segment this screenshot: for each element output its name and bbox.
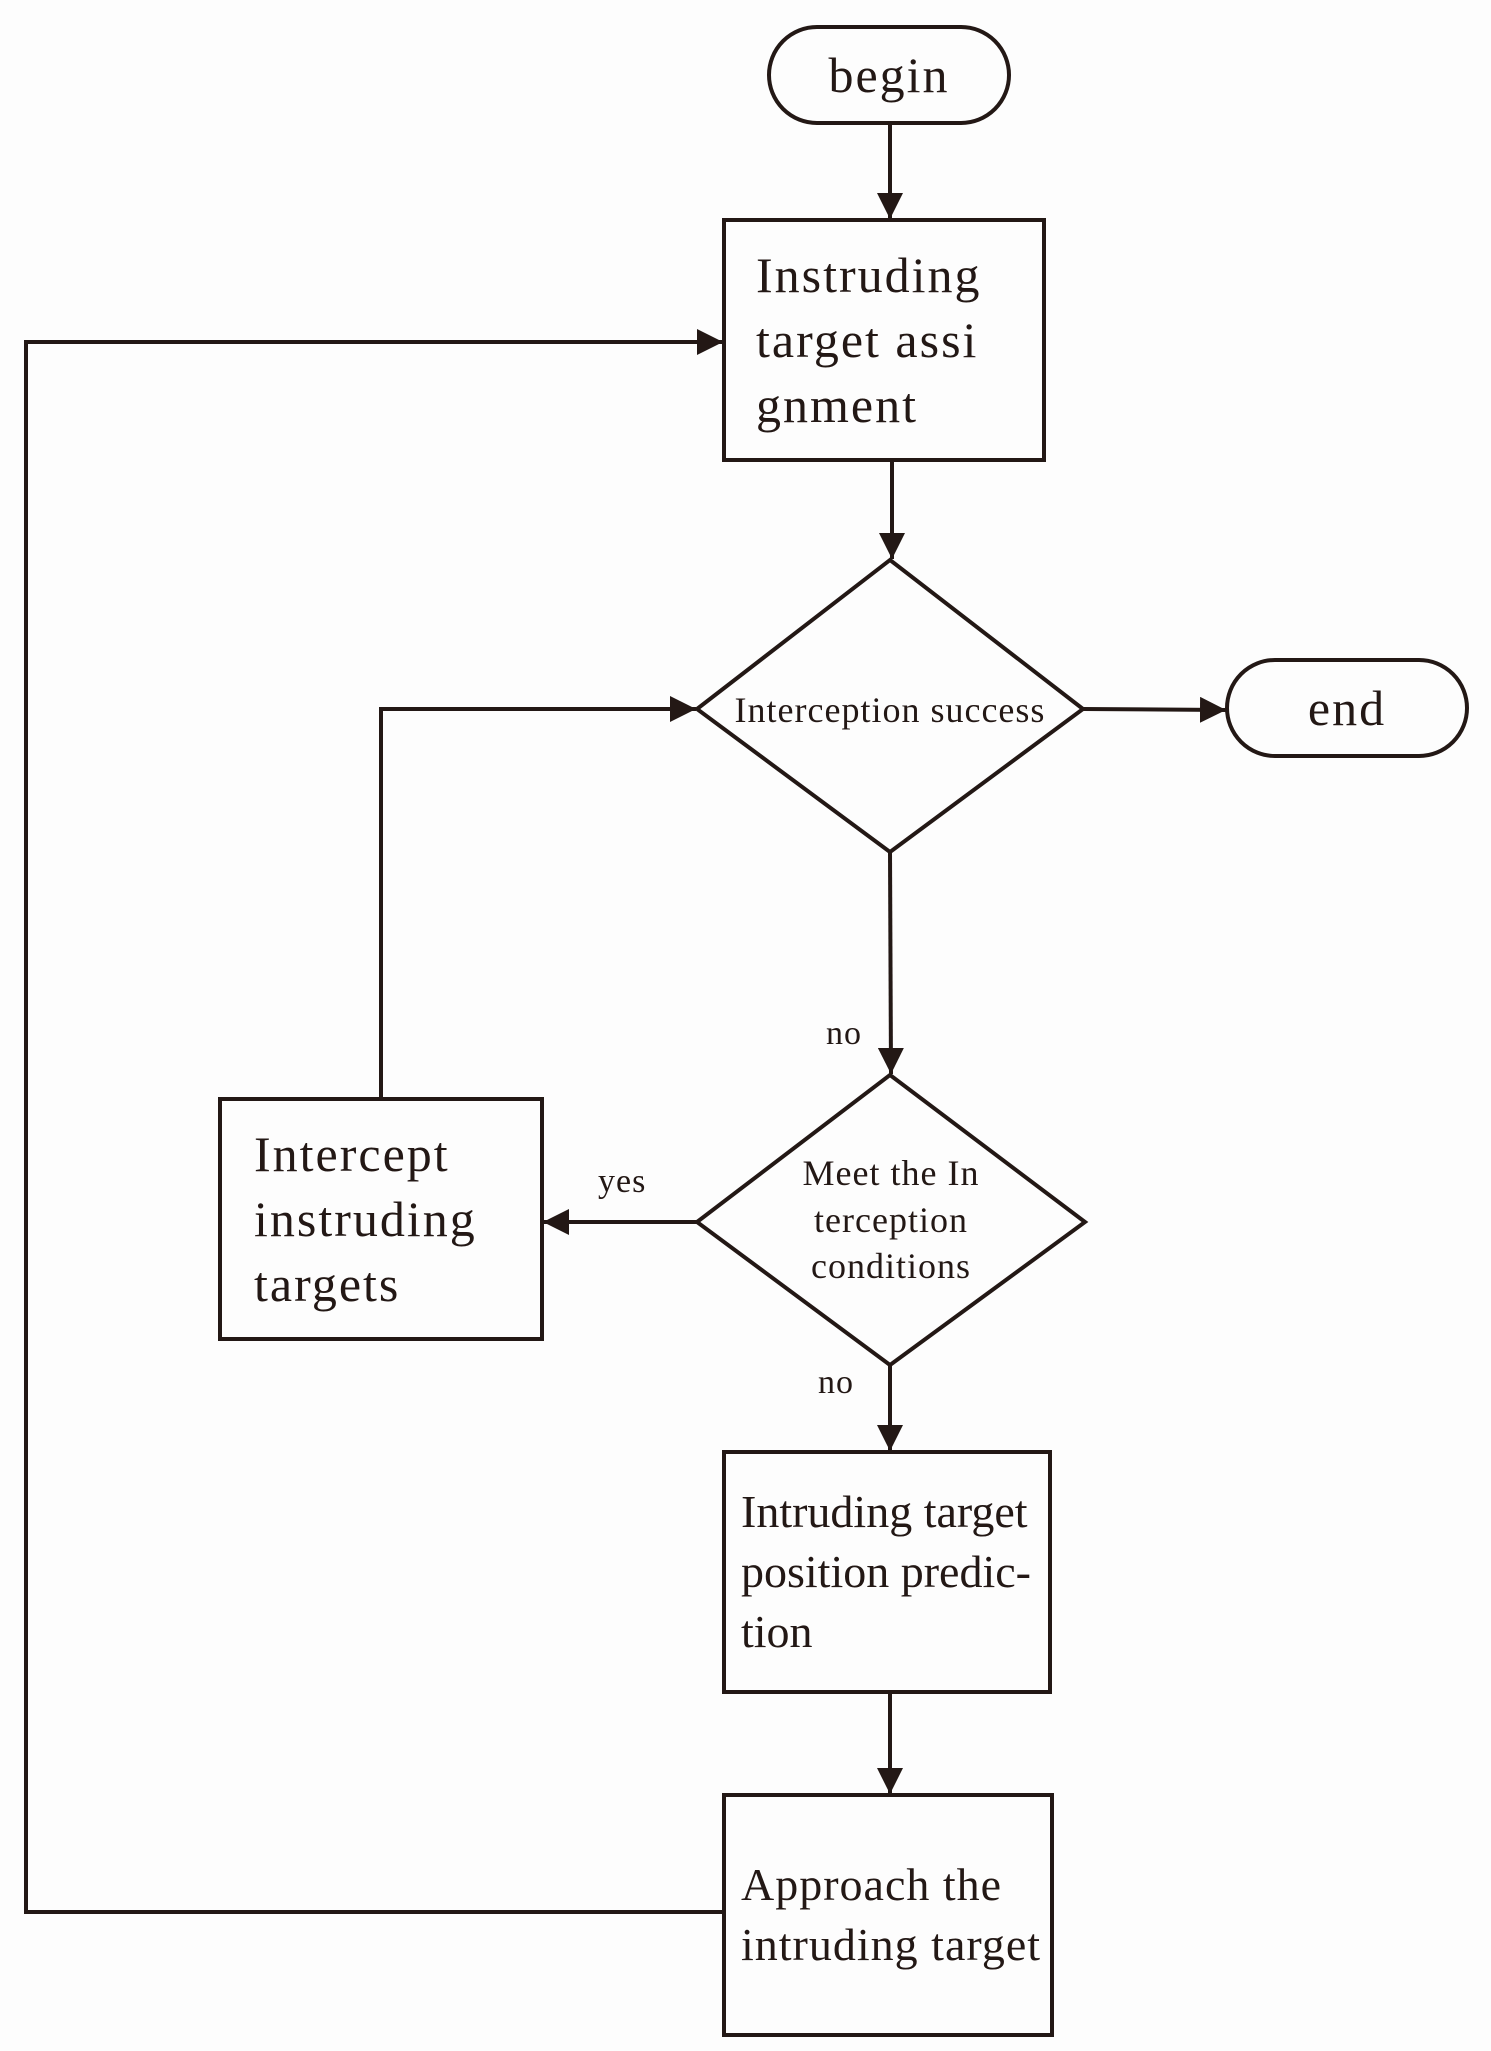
end-terminal [1225, 658, 1469, 758]
arrow-approach-to-assignment [24, 329, 724, 1914]
prediction-box [722, 1450, 1052, 1694]
arrow-intercept-to-success [379, 696, 696, 1099]
begin-label: begin [828, 46, 950, 103]
interception-conditions-label: Meet the In terception conditions [802, 1152, 980, 1287]
edge-label-success-no: no [826, 1015, 862, 1052]
arrow-success-to-end [1082, 696, 1227, 723]
interception-success-label: Interception success [734, 689, 1046, 730]
intercept-label: Intercept instruding targets [254, 1125, 477, 1312]
assignment-box [722, 218, 1046, 462]
approach-box [722, 1793, 1054, 2037]
edge-label-conditions-yes: yes [598, 1163, 647, 1200]
assignment-label: Instruding target assi gnment [756, 246, 982, 433]
arrow-success-to-conditions [877, 851, 904, 1075]
edge-label-conditions-no: no [818, 1364, 854, 1401]
prediction-label: Intruding target position predic- tion [741, 1486, 1031, 1657]
end-label: end [1307, 679, 1387, 736]
approach-label: Approach the intruding target [741, 1859, 1042, 1970]
